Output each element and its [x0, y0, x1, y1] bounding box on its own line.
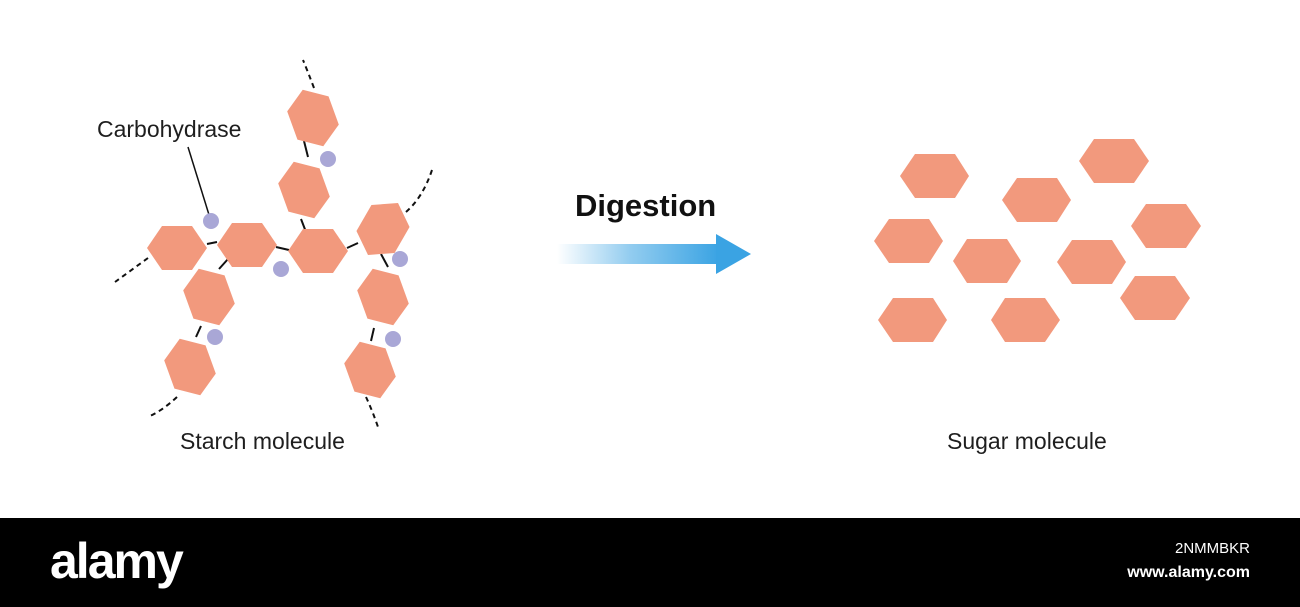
arrow-head	[716, 234, 751, 274]
chain-end	[149, 396, 178, 417]
sugar-unit	[1079, 139, 1149, 183]
sugar-unit	[953, 239, 1021, 283]
sugar-unit	[1120, 276, 1190, 320]
digestion-label: Digestion	[575, 188, 717, 223]
site-url: www.alamy.com	[1127, 564, 1250, 581]
sugar-molecules	[874, 139, 1201, 342]
arrow-shaft	[557, 244, 719, 264]
enzyme-dot	[203, 213, 219, 229]
enzyme-pointer-line	[187, 146, 211, 219]
enzyme-dot	[385, 331, 401, 347]
glycosidic-bond	[206, 241, 218, 245]
sugar-molecule-label: Sugar molecule	[947, 428, 1107, 454]
diagram-canvas	[114, 59, 1201, 431]
glycosidic-bond	[380, 253, 389, 268]
sugar-unit	[1057, 240, 1126, 284]
digestion-diagram: Carbohydrase Digestion Starch molecule S…	[97, 59, 1201, 454]
sugar-unit	[878, 298, 947, 342]
enzyme-dot	[320, 151, 336, 167]
enzyme-dot	[273, 261, 289, 277]
sugar-unit	[1131, 204, 1201, 248]
enzyme-dot	[207, 329, 223, 345]
glycosidic-bond	[346, 242, 359, 249]
sugar-unit	[1002, 178, 1071, 222]
glycosidic-bond	[303, 140, 309, 158]
sugar-unit	[874, 219, 943, 263]
glucose-unit	[288, 229, 348, 273]
starch-molecule-label: Starch molecule	[180, 428, 345, 454]
digestion-arrow	[557, 234, 751, 274]
glucose-unit	[178, 261, 240, 333]
chain-end	[114, 257, 149, 283]
glycosidic-bond	[218, 258, 229, 270]
glycosidic-bond	[370, 327, 375, 342]
sugar-unit	[991, 298, 1060, 342]
sugar-unit	[900, 154, 969, 198]
enzyme-dot	[392, 251, 408, 267]
starch-molecule	[114, 59, 433, 431]
alamy-logo: alamy	[50, 533, 184, 589]
carbohydrase-enzymes	[203, 151, 408, 347]
chain-end	[405, 169, 433, 213]
carbohydrase-label: Carbohydrase	[97, 116, 242, 142]
glycosidic-bond	[275, 246, 290, 251]
chain-end	[302, 59, 315, 89]
watermark-footer: alamy 2NMMBKR www.alamy.com	[0, 518, 1300, 607]
glucose-unit	[352, 261, 414, 333]
glucose-unit	[282, 82, 344, 154]
image-id: 2NMMBKR	[1174, 540, 1250, 557]
glycosidic-bond	[195, 325, 202, 338]
glucose-unit	[147, 226, 207, 270]
chain-end	[365, 396, 380, 431]
